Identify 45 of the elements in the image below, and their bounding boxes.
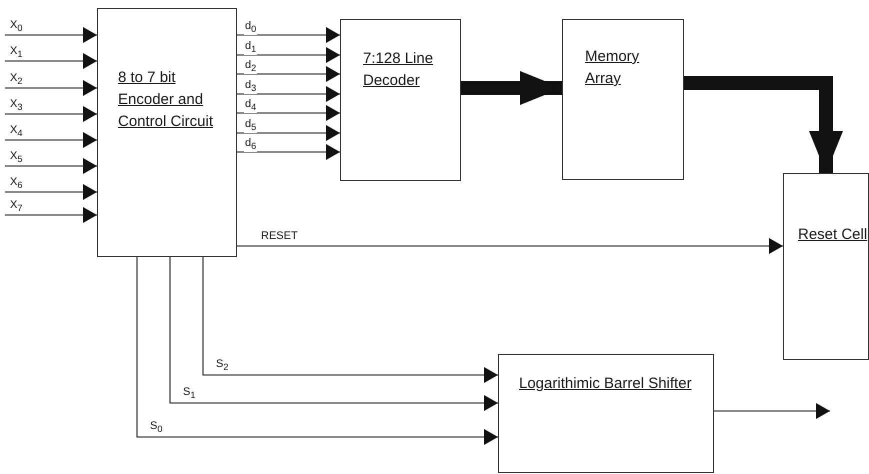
signal-arrow bbox=[237, 27, 340, 43]
signal-arrow bbox=[5, 158, 97, 174]
signal-arrow bbox=[169, 257, 498, 411]
signal-arrow bbox=[5, 53, 97, 69]
signal-arrow bbox=[237, 47, 340, 63]
block-label: 8 to 7 bit Encoder and Control Circuit bbox=[118, 68, 214, 132]
edge-label: d$_{3}$ bbox=[244, 79, 258, 94]
signal-arrow bbox=[202, 257, 498, 383]
signal-arrow bbox=[237, 66, 340, 82]
signal-arrow bbox=[237, 125, 340, 141]
bus-arrow bbox=[461, 71, 562, 105]
signal-arrow bbox=[5, 106, 97, 122]
edge-label: d$_{2}$ bbox=[244, 59, 258, 74]
signal-arrow bbox=[237, 86, 340, 102]
edge-label: d$_{4}$ bbox=[244, 98, 258, 114]
edge-label: X$_{6}$ bbox=[9, 176, 24, 192]
edge-label: d$_{5}$ bbox=[244, 118, 258, 134]
block-box bbox=[97, 8, 237, 257]
edge-label: X$_{3}$ bbox=[9, 98, 24, 114]
signal-arrow bbox=[5, 207, 97, 223]
signal-arrow bbox=[237, 105, 340, 121]
edge-label: S$_{0}$ bbox=[149, 420, 164, 436]
block-box bbox=[562, 19, 684, 180]
block-box bbox=[783, 173, 869, 360]
edge-label: d$_{6}$ bbox=[244, 137, 258, 152]
edge-label: d$_{0}$ bbox=[244, 20, 258, 36]
signal-arrow bbox=[714, 403, 830, 419]
signal-arrow bbox=[5, 184, 97, 200]
bus-arrow bbox=[684, 76, 843, 173]
signal-arrow bbox=[5, 132, 97, 148]
block-label: Memory Array bbox=[585, 47, 640, 89]
block-label: Reset Cell bbox=[798, 225, 868, 245]
signal-arrow bbox=[237, 238, 783, 254]
block-box bbox=[498, 354, 714, 473]
block-label: 7:128 Line Decoder bbox=[363, 49, 434, 91]
signal-arrow bbox=[237, 144, 340, 160]
block-box bbox=[340, 19, 461, 181]
edge-label: d$_{1}$ bbox=[244, 40, 258, 56]
edge-label: X$_{0}$ bbox=[9, 19, 24, 34]
edge-label: X$_{5}$ bbox=[9, 150, 24, 166]
signal-arrow bbox=[136, 257, 498, 445]
signal-arrow bbox=[5, 27, 97, 43]
edge-label: RESET bbox=[260, 230, 299, 242]
block-label: Logarithimic Barrel Shifter bbox=[519, 374, 693, 394]
signal-arrow bbox=[5, 80, 97, 96]
